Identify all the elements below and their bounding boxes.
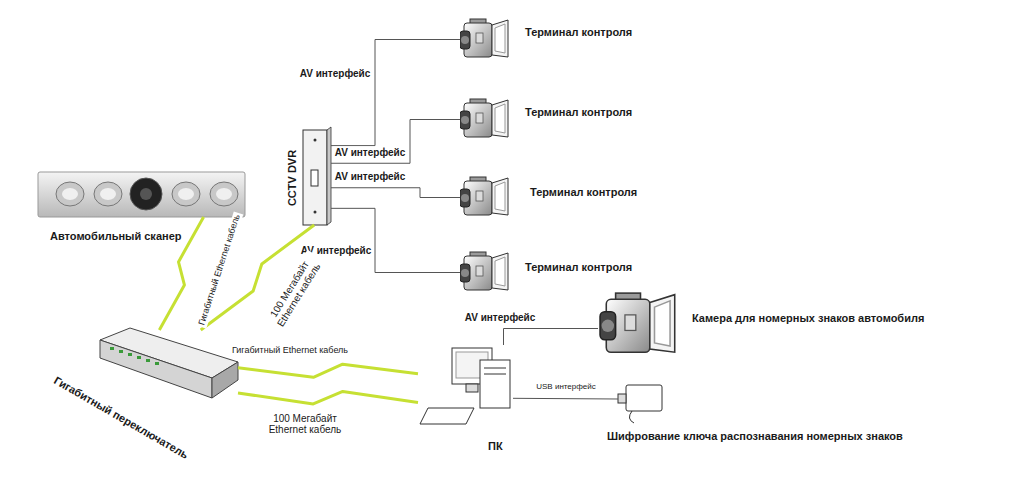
dongle-cord xyxy=(629,411,634,423)
car-scanner xyxy=(38,172,245,217)
pc-icon xyxy=(420,348,510,424)
camera-icon xyxy=(460,252,508,290)
ethernet-cable xyxy=(238,364,418,377)
scanner-lamp xyxy=(56,182,84,206)
dvr-led xyxy=(314,139,317,142)
scanner-lamp xyxy=(210,182,238,206)
edge-label: 100 Мегабайт Ethernet кабель xyxy=(262,250,326,335)
node-label: Шифрование ключа распознавания номерных … xyxy=(607,430,903,443)
edge-label: USB интерфейс xyxy=(534,383,598,392)
usb-dongle xyxy=(618,385,662,423)
dvr-body xyxy=(303,130,327,225)
switch-end xyxy=(212,362,238,398)
ethernet-cable xyxy=(238,391,418,403)
edge-label: AV интерфейс xyxy=(333,171,408,182)
terminal-camera: Терминал контроля xyxy=(460,250,512,295)
pc-drive xyxy=(484,374,506,375)
edge-label: Гигабитный Ethernet кабель xyxy=(230,346,350,356)
switch-front xyxy=(100,340,212,398)
pc-keyboard xyxy=(420,408,474,424)
scanner-lamp xyxy=(216,188,232,200)
pc-stand xyxy=(466,384,478,392)
pc-drive xyxy=(484,368,506,369)
scanner-lamp xyxy=(178,188,194,200)
scanner-plate xyxy=(38,172,245,217)
dongle-plug xyxy=(618,394,626,403)
node-label: Терминал контроля xyxy=(525,106,632,119)
node-label: Камера для номерных знаков автомобиля xyxy=(692,312,924,325)
edge-label: AV интерфейс xyxy=(298,68,373,79)
node-label: Терминал контроля xyxy=(530,186,637,199)
scanner-camera xyxy=(140,188,152,200)
av-wire xyxy=(513,398,618,400)
pc-tower xyxy=(480,360,510,408)
camera-icon xyxy=(460,177,508,215)
switch-led xyxy=(110,347,114,350)
node-label: CCTV DVR xyxy=(286,150,299,206)
car-scanner: Автомобильный сканер xyxy=(38,172,245,217)
edge-label: 100 Мегабайт Ethernet кабель xyxy=(255,413,355,435)
dvr-box: CCTV DVR xyxy=(303,127,331,225)
switch-led xyxy=(128,353,132,356)
gigabit-switch xyxy=(100,328,238,398)
terminal-cameras xyxy=(460,19,508,290)
node-label: Терминал контроля xyxy=(525,261,632,274)
av-wire xyxy=(331,40,460,146)
scanner-lamp xyxy=(100,188,116,200)
dvr-led xyxy=(314,211,317,214)
av-wire xyxy=(504,329,599,346)
switch-led xyxy=(155,362,159,365)
pc-workstation: ПК xyxy=(418,345,513,427)
terminal-camera: Терминал контроля xyxy=(460,97,512,142)
plate-camera: Камера для номерных знаков автомобиля xyxy=(598,290,683,360)
scanner-lamp xyxy=(172,182,200,206)
edge-label: AV интерфейс xyxy=(333,147,408,158)
camera-icon xyxy=(460,19,508,57)
node-label: Автомобильный сканер xyxy=(50,230,181,243)
av-wire xyxy=(331,120,460,164)
dvr-slot xyxy=(311,170,318,186)
switch-led xyxy=(137,356,141,359)
scanner-camera xyxy=(130,178,162,210)
dongle-body xyxy=(626,385,662,411)
switch-leds xyxy=(110,347,159,365)
node-label: Гигабитный переключатель xyxy=(52,374,191,462)
edge-label: Гигабитный Ethernet кабель xyxy=(197,211,244,328)
terminal-camera: Терминал контроля xyxy=(460,17,512,62)
camera-icon xyxy=(460,99,508,137)
dvr-unit xyxy=(303,127,331,225)
node-label: ПК xyxy=(488,440,503,453)
av-wire xyxy=(331,208,460,272)
edge-label: AV интерфейс xyxy=(463,312,538,323)
switch-led xyxy=(119,350,123,353)
scanner-lamp xyxy=(94,182,122,206)
av-wire xyxy=(331,188,460,198)
switch-led xyxy=(146,359,150,362)
network-switch: Гигабитный переключатель xyxy=(100,330,238,400)
dvr-side xyxy=(327,127,331,225)
scanner-lamp xyxy=(62,188,78,200)
terminal-camera: Терминал контроля xyxy=(460,175,512,220)
plate-camera-icon xyxy=(600,293,675,352)
usb-key: Шифрование ключа распознавания номерных … xyxy=(618,383,664,415)
node-label: Терминал контроля xyxy=(525,26,632,39)
